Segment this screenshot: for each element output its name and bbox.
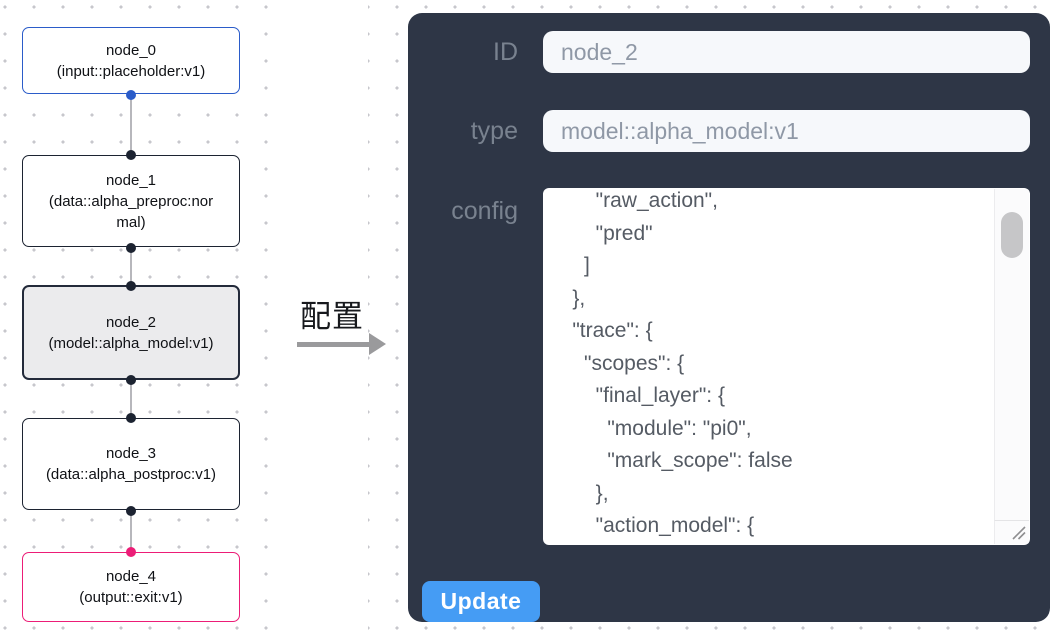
node-1-target-handle[interactable] [126, 149, 136, 160]
edge-node0-node1[interactable] [130, 95, 132, 155]
node-subtitle: (input::placeholder:v1) [56, 62, 206, 80]
node-2-target-handle[interactable] [126, 280, 136, 291]
node-0-source-handle[interactable] [126, 89, 136, 100]
config-transition-label: 配置 [300, 299, 364, 334]
update-button[interactable]: Update [422, 581, 540, 622]
type-input[interactable] [543, 110, 1030, 152]
node-1-source-handle[interactable] [126, 242, 136, 253]
resize-handle-icon[interactable] [1010, 524, 1027, 541]
edge-node1-node2[interactable] [130, 247, 132, 285]
config-field-label: config [451, 197, 518, 225]
node-config-panel: ID type config "raw_action", "pred" ] },… [408, 13, 1050, 622]
config-scrollbar-track[interactable] [994, 189, 1029, 520]
config-scroll-corner [994, 520, 1029, 544]
node-title: node_1 [105, 171, 157, 189]
node-title: node_3 [105, 445, 157, 462]
id-input[interactable] [543, 31, 1030, 73]
node-title: node_0 [105, 41, 157, 59]
node-subtitle: (model::alpha_model:v1) [48, 334, 214, 352]
node-title: node_4 [105, 568, 157, 585]
node-2-source-handle[interactable] [126, 374, 136, 385]
config-textarea[interactable]: "raw_action", "pred" ] }, "trace": { "sc… [543, 188, 1030, 545]
edge-node3-node4[interactable] [130, 510, 132, 552]
node-4-target-handle[interactable] [126, 546, 136, 557]
config-arrow-head-icon [369, 333, 386, 355]
node-title: node_2 [105, 313, 157, 331]
node-subtitle: (data::alpha_preproc:normal) [48, 192, 214, 231]
node-subtitle: (output::exit:v1) [79, 589, 183, 606]
node-3-source-handle[interactable] [126, 505, 136, 516]
config-scrollbar-thumb[interactable] [1001, 212, 1023, 258]
config-json-text: "raw_action", "pred" ] }, "trace": { "sc… [572, 189, 793, 537]
node-3-target-handle[interactable] [126, 412, 136, 423]
node-subtitle: (data::alpha_postproc:v1) [45, 466, 217, 483]
node-3[interactable]: node_3 (data::alpha_postproc:v1) [22, 412, 240, 516]
node-1[interactable]: node_1 (data::alpha_preproc:normal) [22, 149, 240, 253]
config-arrow-icon [297, 342, 371, 347]
node-0[interactable]: node_0 (input::placeholder:v1) [22, 27, 240, 100]
id-field-label: ID [493, 38, 518, 66]
node-2[interactable]: node_2 (model::alpha_model:v1) [22, 280, 240, 385]
type-field-label: type [470, 117, 518, 145]
edge-node2-node3[interactable] [130, 380, 132, 418]
node-4[interactable]: node_4 (output::exit:v1) [22, 546, 240, 622]
